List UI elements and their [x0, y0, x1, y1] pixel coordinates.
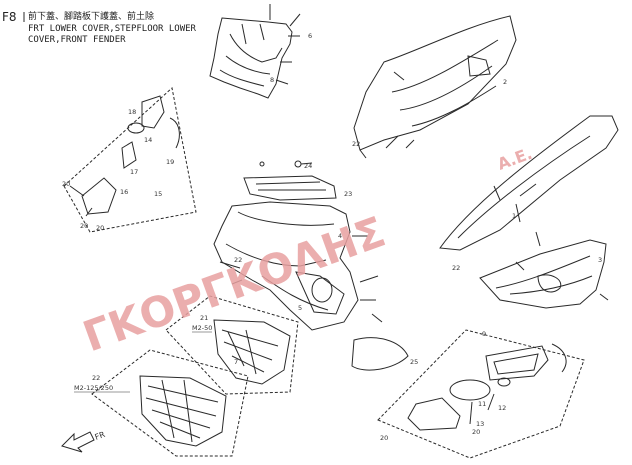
callout: 16: [120, 188, 128, 196]
title-line-2: COVER,FRONT FENDER: [28, 35, 126, 45]
title-chinese: 前下蓋、腳踏板下護蓋、前土除: [28, 12, 155, 22]
callout: 20: [80, 222, 88, 230]
linework: [23, 4, 619, 459]
variant-a-num: 21: [200, 314, 208, 322]
callout: 20: [96, 224, 104, 232]
callout: 20: [472, 428, 480, 436]
lamp-parts: [407, 343, 567, 431]
title-line-1: FRT LOWER COVER,STEPFLOOR LOWER: [28, 24, 196, 34]
callout: 18: [128, 108, 136, 116]
callout: 12: [498, 404, 506, 412]
fr-arrow: [61, 431, 95, 453]
callout: 2: [503, 78, 507, 86]
box-variant-21: [165, 295, 299, 395]
callout: 20: [380, 434, 388, 442]
callout: 11: [478, 400, 486, 408]
callout: 24: [304, 162, 312, 170]
variant-a-model: M2-50: [192, 324, 212, 332]
callout: 19: [166, 158, 174, 166]
callout: 6: [308, 32, 312, 40]
direction-label: FR: [94, 430, 107, 442]
front-cover-center: [213, 201, 383, 331]
callout: 3: [598, 256, 602, 264]
callout: 22: [234, 256, 242, 264]
side-cover-1: [439, 115, 619, 251]
left-box-parts: [69, 95, 180, 217]
box-lamp: [377, 329, 585, 459]
figure-code: F8: [2, 10, 17, 24]
callout: 22: [352, 140, 360, 148]
variant-b-model: M2-125/250: [74, 384, 113, 392]
callout: 13: [476, 420, 484, 428]
callout: 17: [130, 168, 138, 176]
watermark-main: ΓΚΟΡΓΚΟΛΗΣ: [77, 207, 392, 362]
callout: 22: [452, 264, 460, 272]
variant-b-num: 22: [92, 374, 100, 382]
variant-labels: 21 M2-50 22 M2-125/250: [74, 314, 212, 393]
callout: 5: [298, 304, 302, 312]
callout: 1: [512, 212, 516, 220]
callout: 25: [410, 358, 418, 366]
stepfloor-lower-cover-2: [353, 15, 517, 159]
callout: 20: [62, 180, 70, 188]
callout: 23: [344, 190, 352, 198]
vent-grille-23: [243, 160, 337, 201]
inner-cover-top: [209, 4, 301, 99]
variant-21-part: [213, 319, 291, 385]
callout: 9: [482, 330, 486, 338]
box-left: [63, 87, 197, 233]
callout: 15: [154, 190, 162, 198]
callout: 7: [234, 358, 238, 366]
lower-cover-3: [479, 231, 609, 309]
callout: 4: [338, 232, 342, 240]
callout: 14: [144, 136, 152, 144]
callout: 8: [270, 76, 274, 84]
callout-labels: 1 2 3 4 5 6 7 8 9 11 12 13 14 15 16 17 1…: [62, 32, 602, 442]
watermark-suffix: Α.Ε.: [495, 144, 535, 174]
part-25: [351, 337, 409, 371]
box-variant-22: [91, 349, 249, 457]
variant-22-part: [139, 375, 227, 447]
